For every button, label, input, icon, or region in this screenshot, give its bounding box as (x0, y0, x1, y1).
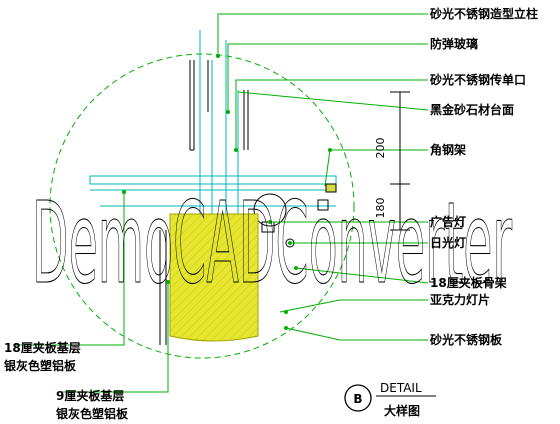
leader-lines (14, 13, 429, 393)
stainless-post (189, 60, 249, 151)
detail-tag-title: 大样图 (384, 403, 420, 418)
leader-dots (122, 54, 332, 330)
callout-leaflet-slot: 砂光不锈钢传单口 (429, 72, 526, 87)
callout-advertising-light: 广告灯 (430, 214, 466, 229)
glass-panel (199, 30, 239, 220)
callout-18mm-base-line2: 银灰色塑铝板 (4, 358, 77, 373)
callout-stainless-post: 砂光不锈钢造型立柱 (429, 6, 538, 21)
callout-fluorescent-light: 日光灯 (430, 235, 466, 250)
callout-angle-steel: 角钢架 (430, 142, 466, 157)
detail-tag-circle (344, 384, 372, 412)
callout-plywood-frame: 18厘夹板骨架 (430, 275, 507, 290)
acrylic-light-box (169, 213, 259, 342)
detail-tag-letter: B (353, 392, 362, 406)
plywood-base (159, 230, 167, 345)
callout-9mm-base-line2: 银灰色塑铝板 (56, 406, 129, 421)
detail-boundary-circle (49, 53, 355, 359)
dimension-upper: 200 (374, 138, 387, 159)
callout-stainless-sheet: 砂光不锈钢板 (429, 332, 503, 347)
callout-bulletproof-glass: 防弹玻璃 (430, 36, 478, 51)
callout-stone-countertop: 黑金砂石材台面 (430, 102, 514, 117)
detail-tag: B DETAIL 大样图 (344, 381, 436, 418)
detail-tag-label: DETAIL (380, 381, 422, 395)
stone-countertop (89, 175, 337, 207)
watermark-text: DemoCADConverter (32, 179, 512, 309)
dimension-lines (390, 91, 410, 231)
callout-18mm-base-line1: 18厘夹板基层 (4, 340, 81, 355)
callouts-right: 砂光不锈钢造型立柱 防弹玻璃 砂光不锈钢传单口 黑金砂石材台面 角钢架 广告灯 … (429, 6, 538, 347)
dimension-lower: 180 (374, 198, 387, 219)
callout-acrylic-panel: 亚克力灯片 (430, 292, 490, 307)
callouts-left: 18厘夹板基层 银灰色塑铝板 9厘夹板基层 银灰色塑铝板 (4, 340, 129, 421)
callout-9mm-base-line1: 9厘夹板基层 (56, 388, 124, 403)
